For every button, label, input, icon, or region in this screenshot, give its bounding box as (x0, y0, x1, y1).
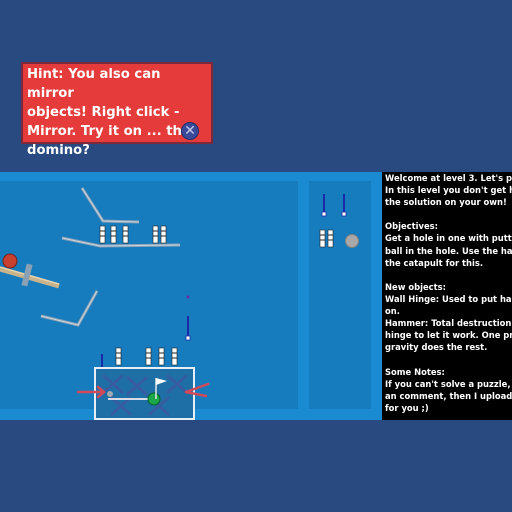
hint-box: Hint: You also can mirror objects! Right… (21, 62, 213, 158)
wall-hinge-pin[interactable] (185, 316, 191, 341)
domino[interactable] (327, 229, 334, 248)
shelf-plank[interactable] (61, 236, 181, 248)
goal-arrows (76, 382, 210, 399)
info-line: the catapult for this. (385, 257, 484, 268)
catapult-pivot[interactable] (21, 263, 33, 287)
info-line: for you ;) (385, 402, 429, 413)
info-heading: Some Notes: (385, 366, 445, 377)
hint-line: domino? (27, 143, 90, 158)
domino[interactable] (122, 225, 129, 244)
info-line: on. (385, 306, 400, 317)
grey-ball[interactable] (345, 234, 359, 248)
info-line: Hammer: Total destruction. (385, 318, 512, 329)
info-line: an comment, then I upload (385, 390, 512, 401)
info-line: ball in the hole. Use the har (385, 245, 512, 256)
info-line: the solution on your own! (385, 197, 507, 208)
hint-line: Hint: You also can mirror (27, 67, 161, 101)
wall-hinge-pin[interactable] (341, 194, 347, 217)
info-line: If you can't solve a puzzle, (385, 378, 511, 389)
domino-group-top[interactable] (99, 225, 167, 244)
domino[interactable] (115, 347, 122, 366)
domino[interactable] (99, 225, 106, 244)
wall-hinge-pin[interactable] (321, 194, 327, 217)
domino[interactable] (145, 347, 152, 366)
info-line: Welcome at level 3. Let's pl (385, 173, 512, 183)
side-play-area[interactable] (309, 181, 371, 409)
domino[interactable] (160, 225, 167, 244)
domino[interactable] (152, 225, 159, 244)
info-heading: New objects: (385, 281, 446, 292)
info-heading: Objectives: (385, 221, 438, 232)
ramp-upper[interactable] (80, 187, 140, 224)
game-scene[interactable] (0, 172, 382, 420)
domino-group-side[interactable] (319, 229, 334, 248)
ramp-lower[interactable] (40, 290, 99, 327)
info-line: gravity does the rest. (385, 342, 488, 353)
hinge-point[interactable] (186, 295, 190, 299)
flag-icon (155, 378, 167, 399)
info-line: Get a hole in one with putti (385, 233, 512, 244)
game-board[interactable] (0, 172, 382, 420)
golf-hole (147, 392, 161, 406)
golf-ball-icon[interactable] (2, 253, 18, 269)
domino-group-bottom[interactable] (115, 347, 178, 366)
info-line: hinge to let it work. One pr (385, 330, 512, 341)
close-icon[interactable]: ✕ (181, 122, 199, 140)
hint-line: Mirror. Try it on ... the (27, 124, 191, 139)
domino[interactable] (319, 229, 326, 248)
domino[interactable] (171, 347, 178, 366)
goal-zone[interactable] (94, 367, 195, 420)
info-line: Wall Hinge: Used to put har (385, 293, 512, 304)
domino[interactable] (158, 347, 165, 366)
level-info-panel: Welcome at level 3. Let's pl In this lev… (382, 172, 512, 420)
hint-line: objects! Right click - (27, 105, 180, 120)
info-line: In this level you don't get h (385, 185, 512, 196)
domino[interactable] (110, 225, 117, 244)
